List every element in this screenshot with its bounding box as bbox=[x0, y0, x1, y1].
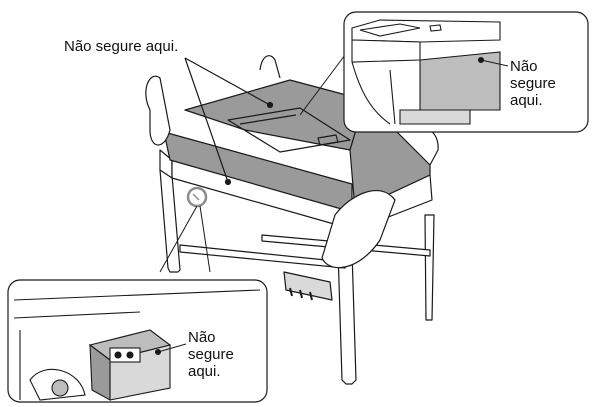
inset-bottom-label-line-1: Não bbox=[188, 329, 216, 346]
right-arm bbox=[321, 190, 396, 269]
left-front-leg bbox=[159, 169, 181, 273]
inset-bottom-warning-label: Não segure aqui. bbox=[188, 329, 258, 380]
inset-top-label-line-1: Não bbox=[510, 58, 538, 75]
pedal-box bbox=[283, 271, 333, 301]
inset-top-warning-label: Não segure aqui. bbox=[510, 58, 580, 109]
right-front-leg bbox=[337, 249, 357, 385]
leader-to-inset-bottom bbox=[199, 205, 211, 273]
leader-to-inset-bottom-b bbox=[159, 205, 198, 273]
left-hand bbox=[145, 75, 171, 146]
inset-top-label-line-2: segure bbox=[510, 75, 556, 92]
right-back-leg bbox=[424, 214, 435, 321]
piano bbox=[145, 55, 439, 385]
inset-bottom bbox=[7, 279, 268, 403]
main-label-pointers bbox=[184, 57, 274, 186]
inset-bottom-label-line-3: aqui. bbox=[188, 363, 221, 380]
leg-brace bbox=[179, 244, 346, 269]
inset-top-label-line-3: aqui. bbox=[510, 92, 543, 109]
inset-bottom-label-line-2: segure bbox=[188, 346, 234, 363]
music-rest-outline bbox=[227, 107, 351, 153]
inset-top bbox=[343, 11, 589, 133]
top-lid bbox=[184, 79, 366, 151]
main-warning-label: Não segure aqui. bbox=[64, 38, 179, 55]
magnifier-mark bbox=[192, 193, 200, 201]
leader-to-inset-top bbox=[299, 54, 346, 116]
